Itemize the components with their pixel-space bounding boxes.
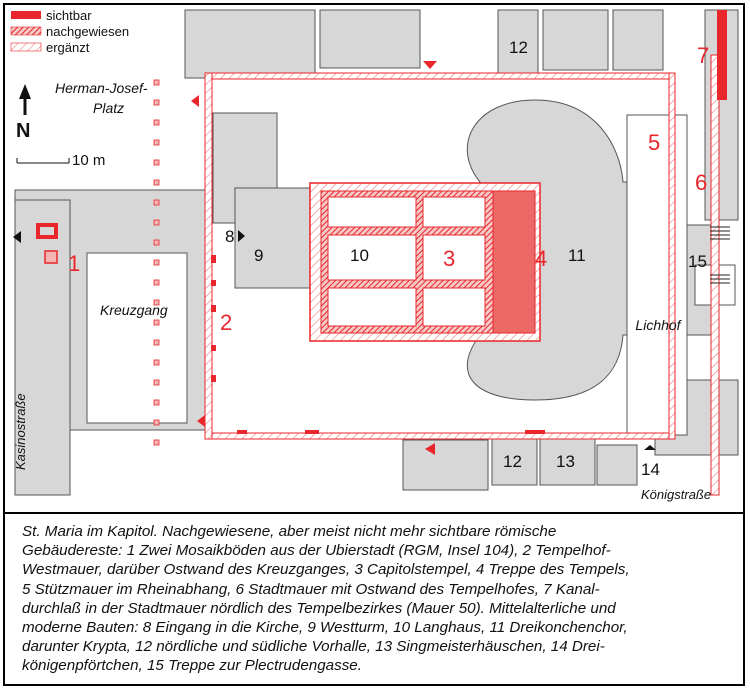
- number-15: 15: [688, 252, 707, 271]
- number-12-north: 12: [509, 38, 528, 57]
- number-1: 1: [68, 251, 80, 276]
- number-11: 11: [568, 246, 586, 265]
- caption-line: königenpförtchen, 15 Treppe zur Plectrud…: [22, 657, 362, 675]
- caption-line: moderne Bauten: 8 Eingang in die Kirche,…: [22, 619, 628, 637]
- caption-line: 5 Stützmauer im Rheinabhang, 6 Stadtmaue…: [22, 580, 600, 598]
- cella-room-5: [327, 287, 417, 327]
- caption-line: durchlaß in der Stadtmauer nördlich des …: [22, 599, 616, 617]
- south-building-14: [596, 444, 638, 486]
- north-arrow-head-icon: [19, 84, 31, 99]
- number-14: 14: [641, 460, 660, 479]
- legend-label-visible: sichtbar: [46, 8, 92, 23]
- number-4: 4: [535, 246, 547, 271]
- wall-7-visible: [717, 10, 727, 100]
- place-square-line2: Platz: [93, 100, 124, 116]
- number-5: 5: [648, 130, 660, 155]
- figure-caption: St. Maria im Kapitol. Nachgewiesene, abe…: [22, 522, 734, 676]
- scale-label: 10 m: [72, 152, 105, 169]
- marker-north: [423, 61, 437, 69]
- wall-markers: [191, 61, 437, 455]
- wall-east-5: [668, 72, 676, 440]
- number-12-south: 12: [503, 452, 522, 471]
- building-north-4: [612, 9, 664, 71]
- caption-line: St. Maria im Kapitol. Nachgewiesene, abe…: [22, 523, 557, 540]
- tower-9: [234, 187, 321, 289]
- north-arrow: N: [16, 84, 31, 142]
- number-3: 3: [443, 246, 455, 271]
- north-label: N: [16, 120, 30, 142]
- cella-room-6: [422, 287, 486, 327]
- black-numbers: 8 9 10 11 12 12 13 14 15: [225, 38, 707, 479]
- marker-south: [425, 443, 435, 455]
- scale-bar: 10 m: [16, 152, 105, 169]
- temple-stair-4: [492, 190, 536, 334]
- visible-wall-pieces: [211, 10, 727, 434]
- cella-room-2: [422, 196, 486, 228]
- dotted-line-west: [153, 79, 160, 446]
- street-west-strip: [14, 199, 71, 496]
- wall-west-2: [204, 72, 213, 440]
- legend-swatch-visible: [11, 11, 41, 19]
- marker-west-top: [191, 95, 199, 107]
- building-north-2: [319, 9, 421, 69]
- legend-swatch-proven: [10, 26, 42, 36]
- place-names: Herman-Josef- Platz Kreuzgang Lichhof Kö…: [13, 80, 711, 502]
- marker-west-bottom: [197, 415, 205, 427]
- lichhof-courtyard: [626, 114, 688, 436]
- building-north-12: [497, 9, 539, 76]
- caption-divider: [5, 512, 743, 514]
- south-building-a: [402, 439, 489, 491]
- place-courtyard: Lichhof: [635, 317, 682, 333]
- number-9: 9: [254, 246, 263, 265]
- stair-15-hatching: [710, 226, 730, 284]
- caption-line: darunter Krypta, 12 nördliche und südlic…: [22, 638, 605, 656]
- caption-line: Gebäudereste: 1 Zwei Mosaikböden aus der…: [22, 542, 611, 560]
- capitol-temple: [309, 182, 541, 342]
- building-north-3: [542, 9, 609, 71]
- place-cloister: Kreuzgang: [100, 302, 168, 318]
- number-2: 2: [220, 310, 232, 335]
- place-square-line1: Herman-Josef-: [55, 80, 148, 96]
- south-building-12: [491, 434, 538, 486]
- red-numbers: 1 2 3 4 5 6 7: [68, 43, 709, 335]
- place-street-south: Königstraße: [641, 487, 711, 502]
- cella-room-3: [327, 234, 417, 281]
- legend-swatch-added: [10, 42, 42, 52]
- wall-north: [204, 72, 676, 80]
- gate-14-arrow: [644, 445, 656, 450]
- legend-label-proven: nachgewiesen: [46, 24, 129, 39]
- legend: sichtbar nachgewiesen ergänzt: [10, 8, 129, 55]
- site-plan: sichtbar nachgewiesen ergänzt N 10 m Her…: [10, 8, 739, 502]
- number-13: 13: [556, 452, 575, 471]
- wall-south: [204, 432, 676, 440]
- caption-line: Westmauer, darüber Ostwand des Kreuzgang…: [22, 561, 630, 579]
- cella-room-4: [422, 234, 486, 281]
- entrance-8-arrow: [238, 230, 245, 242]
- building-north-1: [184, 9, 316, 79]
- cella-room-1: [327, 196, 417, 228]
- number-6: 6: [695, 170, 707, 195]
- number-10: 10: [350, 246, 369, 265]
- legend-label-added: ergänzt: [46, 40, 90, 55]
- entrance-arrow-west: [13, 231, 21, 243]
- number-8: 8: [225, 227, 234, 246]
- number-7: 7: [697, 43, 709, 68]
- cloister-garth: [86, 252, 188, 424]
- place-street-west: Kasinostraße: [13, 393, 28, 470]
- south-building-13: [539, 434, 596, 486]
- mosaic-floors-1: [36, 223, 58, 264]
